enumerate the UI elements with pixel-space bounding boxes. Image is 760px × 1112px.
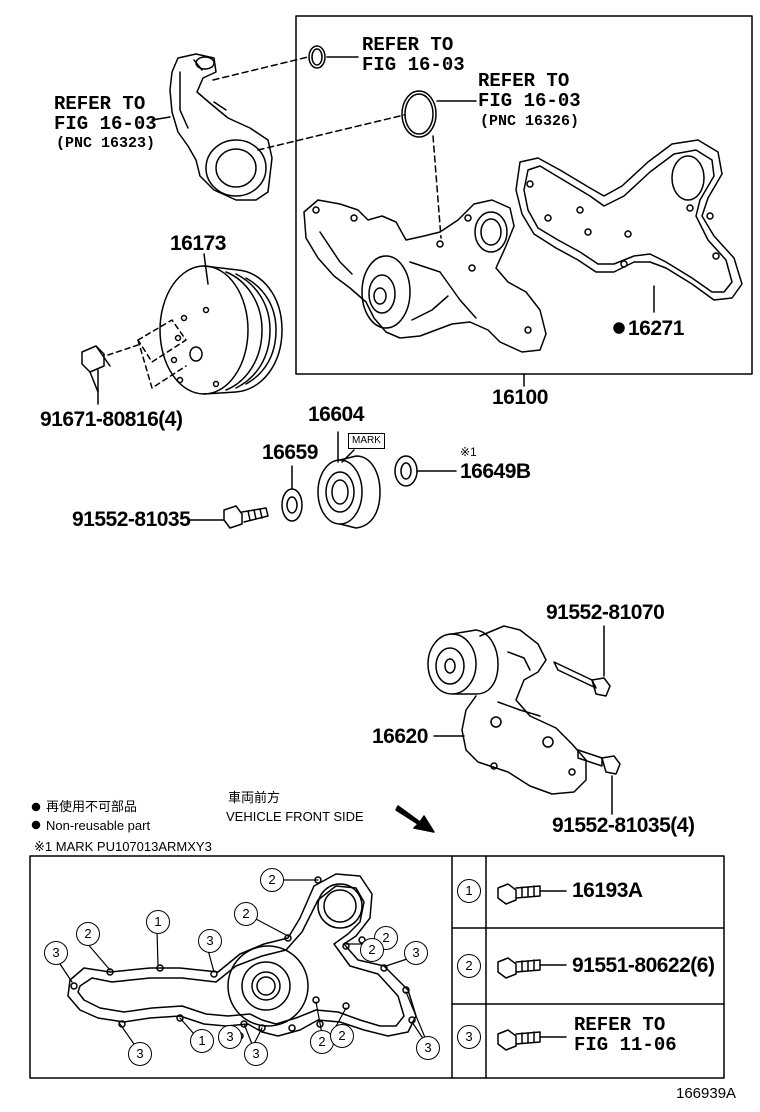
non-reusable-dot [613, 322, 625, 334]
detail-callout: 2 [360, 938, 384, 962]
gasket-16271 [515, 139, 743, 301]
detail-callout: 1 [146, 910, 170, 934]
detail-callout: 3 [416, 1036, 440, 1060]
front-side-label-jp: 車両前方 [228, 790, 281, 805]
key-bolt-2 [497, 957, 541, 979]
water-pump-body [303, 199, 547, 353]
refer-label-3-line1: REFER TO [54, 93, 146, 115]
part-number-16659[interactable]: 16659 [262, 441, 318, 464]
detail-callout: 2 [76, 922, 100, 946]
part-number-91552-81035-4[interactable]: 91552-81035(4) [552, 814, 695, 837]
refer-label-3-line2: FIG 16-03 [54, 113, 157, 135]
detail-callout: 3 [244, 1042, 268, 1066]
refer-label-3-pnc: (PNC 16323) [56, 135, 156, 152]
key-callout-3: 3 [457, 1025, 481, 1049]
water-inlet-housing [169, 53, 273, 201]
part-number-91671-80816[interactable]: 91671-80816(4) [40, 408, 183, 431]
detail-panel-frame [29, 855, 725, 1079]
detail-callout: 2 [330, 1024, 354, 1048]
mark-tag: MARK [348, 433, 385, 449]
refer-label-4-line1: REFER TO [574, 1014, 666, 1036]
refer-label-1-line2: FIG 16-03 [362, 54, 465, 76]
o-ring-large [401, 90, 437, 138]
tensioner-16620 [427, 625, 587, 795]
part-number-16173[interactable]: 16173 [170, 232, 226, 255]
refer-label-2-line2: FIG 16-03 [478, 90, 581, 112]
figure-number: 166939A [676, 1085, 737, 1102]
pulley-16173 [159, 265, 283, 395]
refer-label-4-line2: FIG 11-06 [574, 1034, 677, 1056]
bolt-91552-81070 [553, 661, 611, 697]
detail-callout: 3 [44, 941, 68, 965]
bolt-91671 [81, 345, 111, 393]
legend-nonreusable-en: Non-reusable part [46, 818, 151, 833]
detail-callout: 3 [198, 929, 222, 953]
front-direction-arrow [395, 805, 435, 833]
part-number-16604[interactable]: 16604 [308, 403, 364, 426]
detail-callout: 2 [234, 902, 258, 926]
refer-label-2-pnc: (PNC 16326) [480, 113, 580, 130]
key-callout-2: 2 [457, 954, 481, 978]
detail-callout: 2 [260, 868, 284, 892]
part-number-16271[interactable]: 16271 [628, 317, 684, 340]
o-ring-small [308, 45, 326, 69]
refer-label-1-line1: REFER TO [362, 34, 454, 56]
part-number-91551-80622[interactable]: 91551-80622(6) [572, 954, 715, 977]
detail-callout: 2 [374, 926, 398, 950]
part-number-16620[interactable]: 16620 [372, 725, 428, 748]
detail-callout: 1 [190, 1029, 214, 1053]
washer-16659 [281, 488, 303, 522]
key-bolt-3 [497, 1029, 541, 1051]
bolt-91552-81035-4 [577, 749, 621, 775]
detail-callout: 3 [128, 1042, 152, 1066]
part-number-91552-81070[interactable]: 91552-81070 [546, 601, 665, 624]
washer-16649b [394, 455, 418, 487]
part-number-16649b[interactable]: 16649B [460, 460, 531, 483]
footnote-marker-1: ※1 [460, 445, 477, 459]
key-bolt-1 [497, 883, 541, 905]
refer-label-2-line1: REFER TO [478, 70, 570, 92]
legend-nonreusable-jp: 再使用不可部品 [46, 799, 138, 814]
detail-callout: 3 [218, 1025, 242, 1049]
key-callout-1: 1 [457, 879, 481, 903]
idler-pulley-16604 [317, 455, 381, 529]
detail-callout: 3 [404, 941, 428, 965]
part-number-16100[interactable]: 16100 [492, 386, 548, 409]
part-number-91552-81035[interactable]: 91552-81035 [72, 508, 191, 531]
part-number-16193a[interactable]: 16193A [572, 879, 643, 902]
bolt-91552-81035 [223, 505, 269, 529]
mark-note: ※1 MARK PU107013ARMXY3 [34, 839, 212, 854]
front-side-label-en: VEHICLE FRONT SIDE [226, 809, 364, 824]
